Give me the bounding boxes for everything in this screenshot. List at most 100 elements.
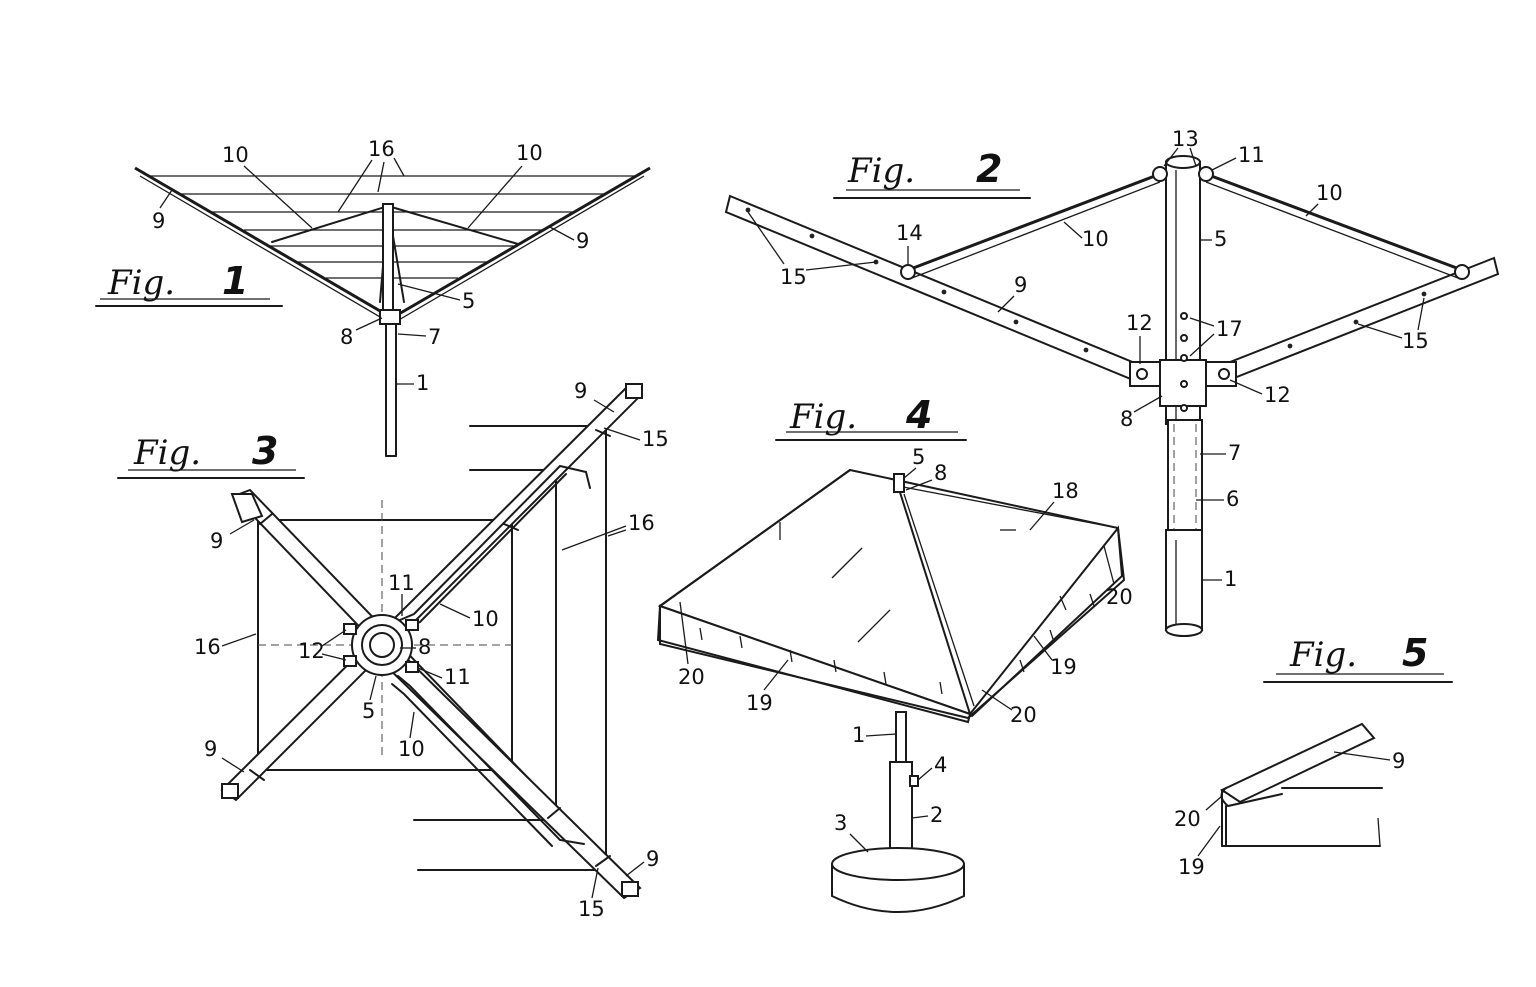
fig4-label-19a: 19 xyxy=(1050,655,1077,679)
fig3-hub-inner xyxy=(369,632,395,658)
fig1-leader-10a xyxy=(243,165,313,229)
fig5-label-20: 20 xyxy=(1174,807,1201,831)
fig3-bracket-c xyxy=(405,619,419,631)
fig4-leader-5 xyxy=(903,467,917,479)
fig1-label-7: 7 xyxy=(428,325,441,349)
fig3-crossbar-d xyxy=(595,429,611,437)
fig5-break-line xyxy=(1377,817,1381,847)
fig3-label-8: 8 xyxy=(418,635,431,659)
fig4-clamp xyxy=(909,775,919,787)
fig3-crossbar-a xyxy=(259,513,273,525)
fig4-upper-pole xyxy=(895,711,907,765)
fig4-leader-3 xyxy=(849,833,869,853)
fig3-leader-12b xyxy=(321,653,347,661)
fig2-pole-end xyxy=(1165,623,1203,637)
fig4-leader-2 xyxy=(911,815,929,819)
fig2-label-15b: 15 xyxy=(1402,329,1429,353)
fig2-hole-e xyxy=(1013,319,1019,325)
fig2-label-11: 11 xyxy=(1238,143,1265,167)
fig4-shade-g xyxy=(739,635,743,649)
fig4-label-2: 2 xyxy=(930,803,943,827)
fig3-arm-sw-ne xyxy=(220,384,642,802)
fig4-shade-l xyxy=(1019,659,1025,673)
fig3-leader-9b xyxy=(229,519,255,535)
fig2-hole-17a xyxy=(1180,312,1188,320)
fig1-leader-7 xyxy=(397,333,427,337)
fig4-canopy-rib-left xyxy=(659,469,851,607)
fig3-leader-10a xyxy=(439,603,471,619)
fig5-label-19: 19 xyxy=(1178,855,1205,879)
figure-5: Fig. 5 9 20 19 xyxy=(1174,631,1453,879)
fig4-leader-19b xyxy=(763,659,789,691)
fig2-hole-b xyxy=(809,233,815,239)
fig3-leader-12a xyxy=(321,629,347,647)
fig2-leader-17a xyxy=(1189,317,1215,327)
fig2-label-12a: 12 xyxy=(1126,311,1153,335)
fig3-bracket-b xyxy=(343,655,357,667)
fig3-strut-ne xyxy=(399,464,591,621)
fig4-leader-18 xyxy=(1029,501,1055,531)
fig4-label-1: 1 xyxy=(852,723,865,747)
fig2-label-17: 17 xyxy=(1216,317,1243,341)
fig4-label-3: 3 xyxy=(834,811,847,835)
fig4-shade-n xyxy=(1089,593,1095,607)
fig3-caption: Fig. xyxy=(133,433,201,473)
fig3-bracket-a xyxy=(343,623,357,635)
fig3-arm-nw-end xyxy=(230,493,264,524)
fig2-leader-12b xyxy=(1229,379,1263,395)
fig4-leader-20b xyxy=(679,601,689,665)
fig1-collar xyxy=(379,309,401,325)
fig3-label-12: 12 xyxy=(298,639,325,663)
fig2-strut-right-edge xyxy=(1205,181,1459,279)
fig2-pivot-right xyxy=(1454,264,1470,280)
fig4-shade-h xyxy=(789,649,793,663)
fig3-leader-9a xyxy=(593,399,615,413)
fig2-middle-tube xyxy=(1167,419,1203,535)
fig4-label-8: 8 xyxy=(934,461,947,485)
fig3-label-5: 5 xyxy=(362,699,375,723)
fig4-leader-1 xyxy=(865,733,897,737)
fig3-leader-16b xyxy=(607,529,627,537)
figure-3: Fig. 3 xyxy=(117,379,669,921)
fig3-label-9a: 9 xyxy=(574,379,587,403)
fig4-leader-19a xyxy=(1033,635,1053,661)
fig1-strut-left xyxy=(271,205,389,243)
fig2-bracket-right xyxy=(1205,361,1237,387)
fig2-pole xyxy=(1165,529,1203,631)
fig2-tube-top xyxy=(1165,155,1201,169)
fig3-strut-se-edge xyxy=(391,683,553,847)
fig2-leader-13a xyxy=(1163,147,1179,167)
fig2-label-10a: 10 xyxy=(1316,181,1343,205)
fig5-number: 5 xyxy=(1402,631,1428,675)
fig1-leader-16a xyxy=(337,159,373,213)
figure-4: Fig. 4 5 xyxy=(656,393,1133,913)
fig4-label-20b: 20 xyxy=(678,665,705,689)
fig3-label-15a: 15 xyxy=(642,427,669,451)
fig2-leader-17b xyxy=(1189,333,1215,357)
fig4-label-18: 18 xyxy=(1052,479,1079,503)
fig1-arm-right xyxy=(391,166,651,320)
fig3-arm-end-ne xyxy=(625,383,643,399)
fig2-label-8: 8 xyxy=(1120,407,1133,431)
fig2-bracket-left-pin xyxy=(1136,368,1148,380)
fig2-leader-15c xyxy=(1357,323,1403,339)
fig1-caption: Fig. xyxy=(107,263,175,303)
fig2-hole-d xyxy=(941,289,947,295)
fig3-crossbar-f xyxy=(595,855,611,867)
fig1-upper-tube xyxy=(382,203,394,315)
fig4-lower-pole xyxy=(889,761,913,861)
fig3-leader-15b xyxy=(591,867,599,899)
fig5-arm xyxy=(1219,722,1376,804)
fig2-leader-10a xyxy=(1305,203,1319,217)
fig1-arm-left xyxy=(134,166,393,320)
fig1-arm-right-edge xyxy=(391,175,645,325)
fig4-label-20a: 20 xyxy=(1106,585,1133,609)
fig2-hole-17c xyxy=(1180,354,1188,362)
fig3-arm-se xyxy=(376,644,642,900)
fig2-arm-left xyxy=(724,194,1144,384)
fig1-leader-9a xyxy=(159,189,173,209)
fig4-label-5: 5 xyxy=(912,445,925,469)
fig3-leader-9c xyxy=(221,757,245,773)
fig2-leader-10b xyxy=(1063,221,1083,239)
